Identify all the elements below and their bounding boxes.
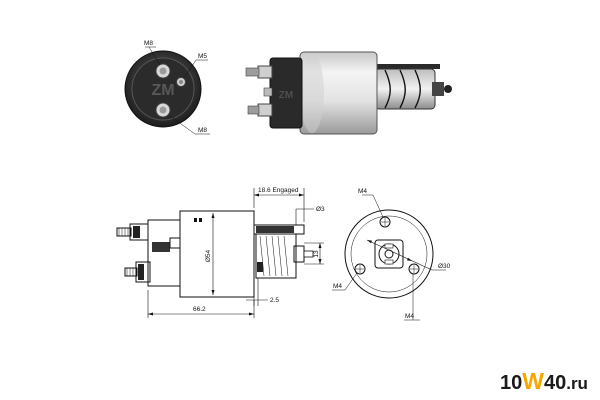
screw-right bbox=[408, 263, 420, 275]
label-d54: Ø54 bbox=[205, 249, 212, 262]
label-d3: Ø3 bbox=[316, 206, 325, 213]
svg-text:10W40.ru: 10W40.ru bbox=[500, 368, 588, 394]
watermark-logo: 10W40.ru bbox=[500, 368, 588, 394]
svg-text:ZM: ZM bbox=[279, 90, 293, 101]
watermark-suffix: 40 bbox=[544, 372, 566, 394]
watermark-domain: .ru bbox=[566, 374, 588, 393]
label-66-2: 66.2 bbox=[193, 306, 206, 313]
screw-left bbox=[354, 263, 366, 275]
label-13: 13 bbox=[313, 250, 320, 258]
label-m4-left: M4 bbox=[333, 283, 342, 290]
label-m4-bottom: M4 bbox=[405, 313, 414, 320]
label-d30: Ø30 bbox=[438, 263, 451, 270]
drawing-side-elevation: 18.6 Engaged Ø3 Ø54 13 2.5 66.2 bbox=[116, 187, 325, 318]
label-m8-bottom: M8 bbox=[198, 127, 207, 134]
drawing-front-view: M4 M4 M4 Ø30 bbox=[332, 188, 451, 321]
svg-text:ZM: ZM bbox=[151, 82, 174, 99]
label-2-5: 2.5 bbox=[270, 297, 279, 304]
label-m5: M5 bbox=[198, 53, 207, 60]
photo-end-view: ZM M8 M5 M8 bbox=[124, 40, 210, 135]
watermark-prefix: 10 bbox=[500, 372, 522, 394]
photo-side-view: ZM bbox=[245, 51, 452, 135]
label-m8-top: M8 bbox=[144, 40, 153, 47]
watermark-accent: W bbox=[522, 368, 544, 394]
label-m4-top: M4 bbox=[358, 188, 367, 195]
screw-top bbox=[379, 216, 391, 228]
label-engaged: 18.6 Engaged bbox=[258, 187, 299, 194]
